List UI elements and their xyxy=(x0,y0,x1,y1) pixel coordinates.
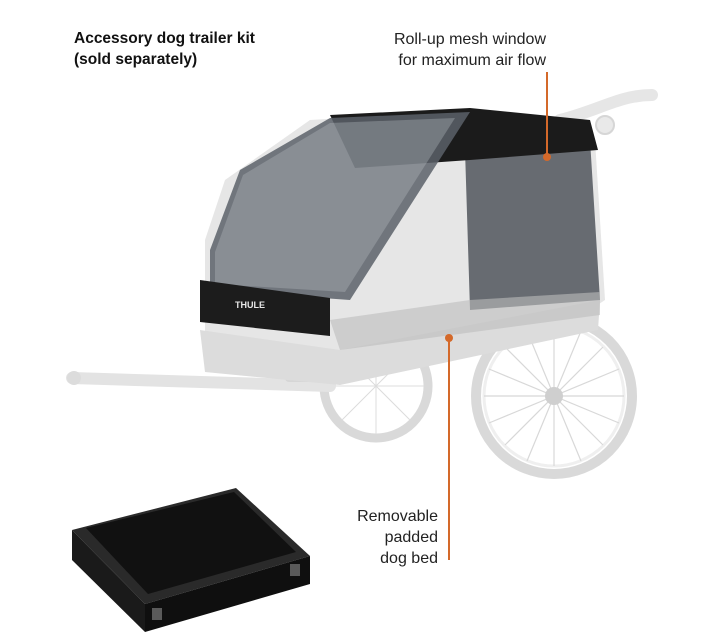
kit-title-line-2: (sold separately) xyxy=(74,51,198,68)
dog-bed-leader-line xyxy=(448,338,450,560)
dog-bed-callout: Removable padded dog bed xyxy=(357,506,438,569)
kit-title: Accessory dog trailer kit (sold separate… xyxy=(74,28,255,70)
front-window xyxy=(210,112,470,300)
dog-bed-leader-dot xyxy=(445,334,453,342)
dog-bed-callout-line-2: padded xyxy=(384,529,438,546)
dog-bed-callout-line-1: Removable xyxy=(357,508,438,525)
dog-bed-callout-line-3: dog bed xyxy=(380,550,438,567)
mesh-window-leader-line xyxy=(546,72,548,158)
mesh-window-callout-line-2: for maximum air flow xyxy=(398,52,546,69)
mesh-window-callout-line-1: Roll-up mesh window xyxy=(393,31,546,48)
push-handle xyxy=(554,89,658,126)
dog-bed xyxy=(72,488,310,632)
mesh-window-callout: Roll-up mesh window for maximum air flow xyxy=(394,29,546,71)
mesh-window xyxy=(465,140,600,310)
front-panel xyxy=(200,280,330,336)
kit-title-line-1: Accessory dog trailer kit xyxy=(74,30,255,47)
thule-logo: THULE xyxy=(235,300,265,310)
mesh-window-leader-dot xyxy=(543,153,551,161)
